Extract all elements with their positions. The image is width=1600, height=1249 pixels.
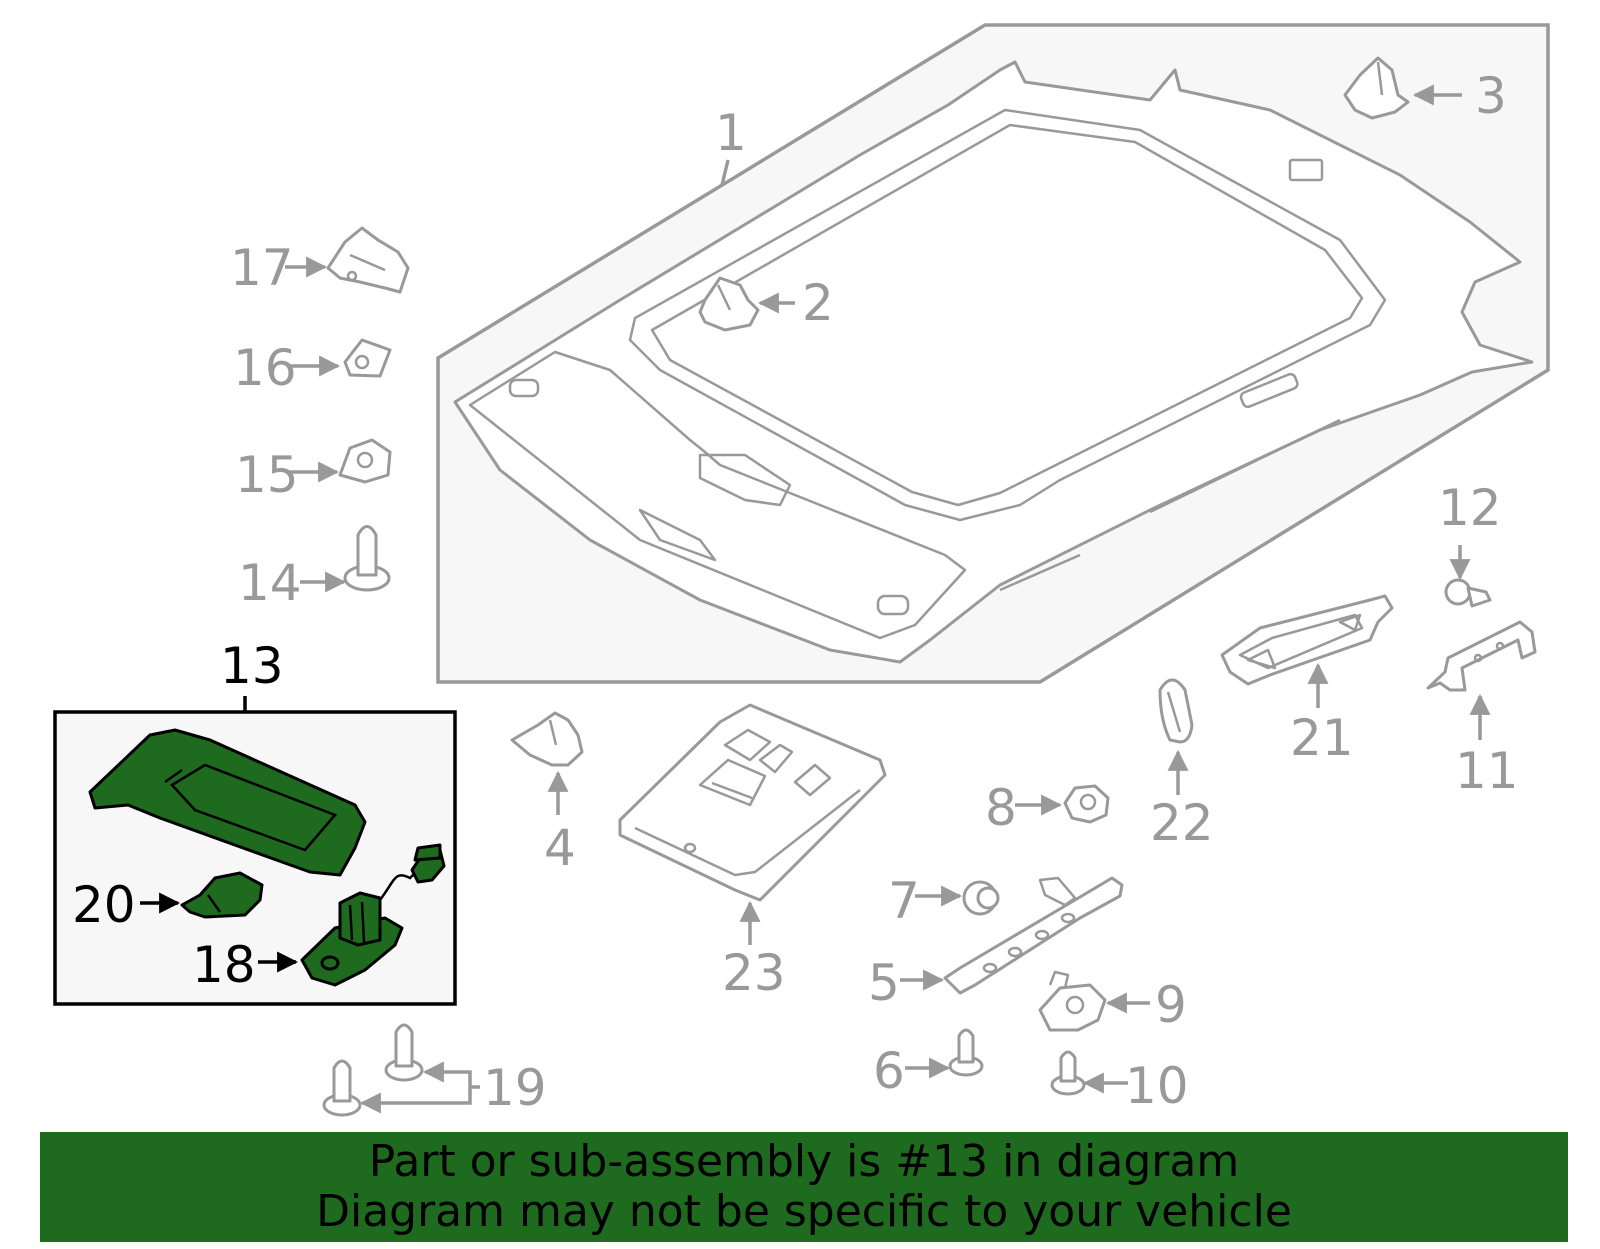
callout-21: 21 [1290,709,1354,767]
leader-19b [359,1087,472,1114]
callout-17: 17 [230,239,294,297]
leader-19a [422,1061,472,1087]
callout-10: 10 [1125,1057,1189,1115]
callout-1: 1 [715,104,747,162]
bracket-11-shape [1426,620,1537,692]
grommet-7-shape [962,880,1000,916]
callout-12: 12 [1438,479,1502,537]
callout-9: 9 [1155,976,1187,1034]
callout-23: 23 [722,944,786,1002]
callout-2: 2 [802,274,834,332]
bracket-17-shape [326,226,410,294]
callout-11: 11 [1455,742,1519,800]
headliner-shape [453,60,1534,664]
callout-22: 22 [1150,794,1214,852]
callout-7: 7 [888,872,920,930]
pin-14-shape [343,525,391,592]
screw-12-shape [1444,578,1492,608]
callout-13: 13 [220,637,284,695]
callout-8: 8 [985,779,1017,837]
banner-line-1: Part or sub-assembly is #13 in diagram [368,1136,1240,1187]
lamp-21-shape [1220,594,1394,686]
callout-16: 16 [233,339,297,397]
pin-6-shape [948,1028,984,1077]
info-banner: Part or sub-assembly is #13 in diagram D… [40,1132,1568,1242]
callout-18: 18 [192,936,256,994]
leader-1 [720,159,730,186]
clip-4-shape [510,711,584,767]
clip-3-shape [1343,56,1410,120]
nut-8-shape [1063,784,1110,824]
callout-20: 20 [72,876,136,934]
console-23-shape [618,703,887,902]
lamp-housing-18-shape [300,843,446,987]
callout-14: 14 [238,554,302,612]
bulb-22-shape [1158,678,1194,744]
callout-4: 4 [544,819,576,877]
bracket-5-shape [943,876,1124,995]
bulb-20-shape [180,871,264,919]
pad-9-shape [1038,970,1107,1032]
callout-3: 3 [1475,67,1507,125]
clip-2-shape [698,276,760,332]
banner-line-2: Diagram may not be specific to your vehi… [316,1186,1292,1237]
callout-19: 19 [483,1059,547,1117]
pins-19-shape [322,1023,424,1117]
pad-16-shape [343,338,392,378]
callout-5: 5 [868,954,900,1012]
callout-15: 15 [235,446,299,504]
pin-10-shape [1050,1050,1086,1096]
sun-visor-shape [88,728,367,877]
callout-6: 6 [873,1042,905,1100]
pad-15-shape [338,438,392,484]
